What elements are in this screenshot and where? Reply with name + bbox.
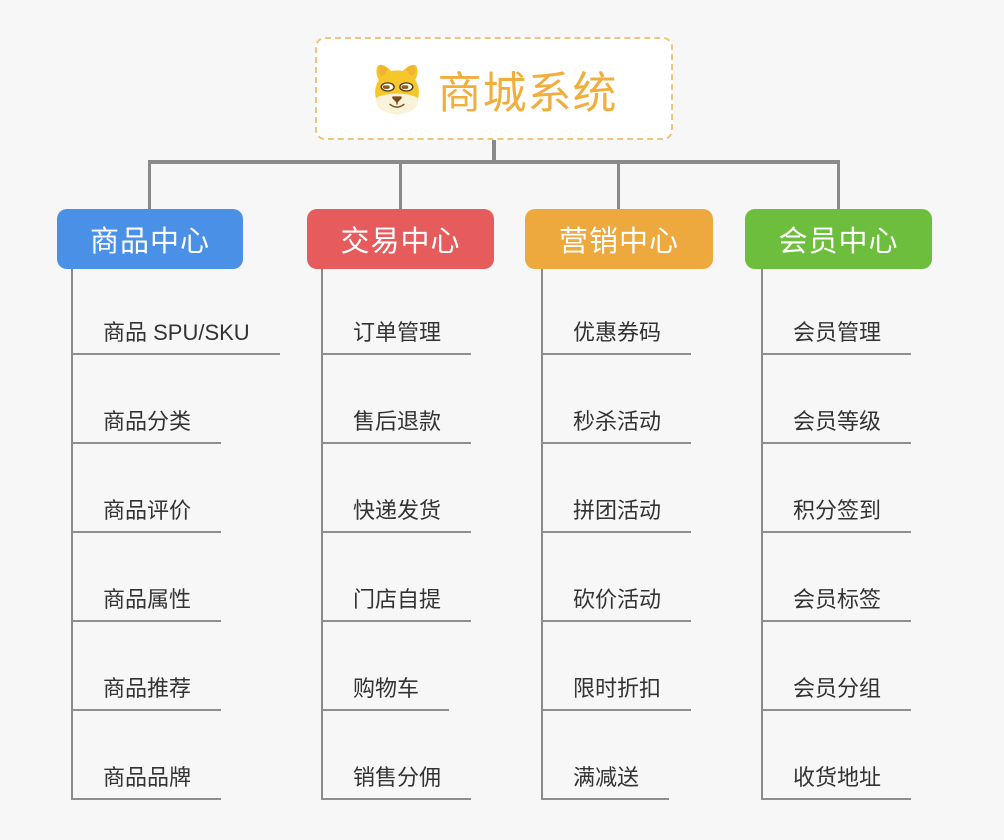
topic-row: 优惠券码 [541,269,692,355]
topic-row: 商品品牌 [71,711,280,800]
dog-face-icon [374,64,419,114]
topic-row: 商品分类 [71,355,280,444]
connector-root-stem [492,140,496,162]
connector-column-product [71,269,73,800]
topic-row: 订单管理 [321,269,472,355]
topic-row: 积分签到 [761,444,912,533]
connector-drop-trade [399,162,402,210]
topic-node[interactable]: 销售分佣 [321,760,472,800]
branch-node-product-center[interactable]: 商品中心 [57,209,243,269]
topic-node[interactable]: 会员管理 [761,315,912,355]
topic-column-marketing: 优惠券码 秒杀活动 拼团活动 砍价活动 限时折扣 满减送 [541,269,692,800]
branch-node-trade-center[interactable]: 交易中心 [307,209,494,269]
topic-node[interactable]: 优惠券码 [541,315,692,355]
topic-row: 砍价活动 [541,533,692,622]
topic-row: 购物车 [321,622,471,711]
topic-node[interactable]: 拼团活动 [541,493,692,533]
topic-row: 拼团活动 [541,444,692,533]
connector-drop-product [148,162,151,210]
topic-row: 会员等级 [761,355,912,444]
connector-drop-member [837,162,840,210]
topic-row: 收货地址 [761,711,912,800]
topic-column-member: 会员管理 会员等级 积分签到 会员标签 会员分组 收货地址 [761,269,912,800]
topic-node[interactable]: 积分签到 [761,493,912,533]
topic-row: 商品推荐 [71,622,280,711]
topic-node[interactable]: 砍价活动 [541,582,692,622]
root-title: 商城系统 [437,68,618,118]
root-node[interactable]: 商城系统 [315,37,673,140]
topic-node[interactable]: 会员分组 [761,671,912,711]
topic-row: 商品评价 [71,444,280,533]
topic-node[interactable]: 商品评价 [71,493,222,533]
topic-row: 秒杀活动 [541,355,692,444]
topic-column-trade: 订单管理 售后退款 快递发货 门店自提 购物车 销售分佣 [321,269,472,800]
topic-node[interactable]: 订单管理 [321,315,472,355]
topic-row: 商品 SPU/SKU [71,269,280,355]
topic-column-product: 商品 SPU/SKU 商品分类 商品评价 商品属性 商品推荐 商品品牌 [71,269,280,800]
connector-drop-marketing [617,162,620,210]
topic-node[interactable]: 购物车 [321,671,450,711]
topic-node[interactable]: 会员标签 [761,582,912,622]
topic-row: 门店自提 [321,533,472,622]
topic-node[interactable]: 收货地址 [761,760,912,800]
topic-node[interactable]: 商品推荐 [71,671,222,711]
topic-row: 会员标签 [761,533,912,622]
topic-row: 满减送 [541,711,691,800]
topic-row: 会员分组 [761,622,912,711]
topic-node[interactable]: 快递发货 [321,493,472,533]
branch-node-marketing-center[interactable]: 营销中心 [525,209,713,269]
topic-row: 限时折扣 [541,622,692,711]
topic-node[interactable]: 商品 SPU/SKU [71,315,280,355]
topic-node[interactable]: 商品品牌 [71,760,222,800]
topic-node[interactable]: 会员等级 [761,404,912,444]
branch-node-member-center[interactable]: 会员中心 [745,209,932,269]
topic-node[interactable]: 商品分类 [71,404,222,444]
topic-node[interactable]: 限时折扣 [541,671,692,711]
topic-row: 会员管理 [761,269,912,355]
topic-node[interactable]: 满减送 [541,760,670,800]
topic-row: 商品属性 [71,533,280,622]
topic-row: 销售分佣 [321,711,472,800]
topic-node[interactable]: 门店自提 [321,582,472,622]
topic-row: 售后退款 [321,355,472,444]
topic-row: 快递发货 [321,444,472,533]
topic-node[interactable]: 售后退款 [321,404,472,444]
connector-horizontal-bar [148,160,840,164]
topic-node[interactable]: 秒杀活动 [541,404,692,444]
connector-column-member [761,269,763,800]
connector-column-trade [321,269,323,800]
topic-node[interactable]: 商品属性 [71,582,222,622]
connector-column-marketing [541,269,543,800]
